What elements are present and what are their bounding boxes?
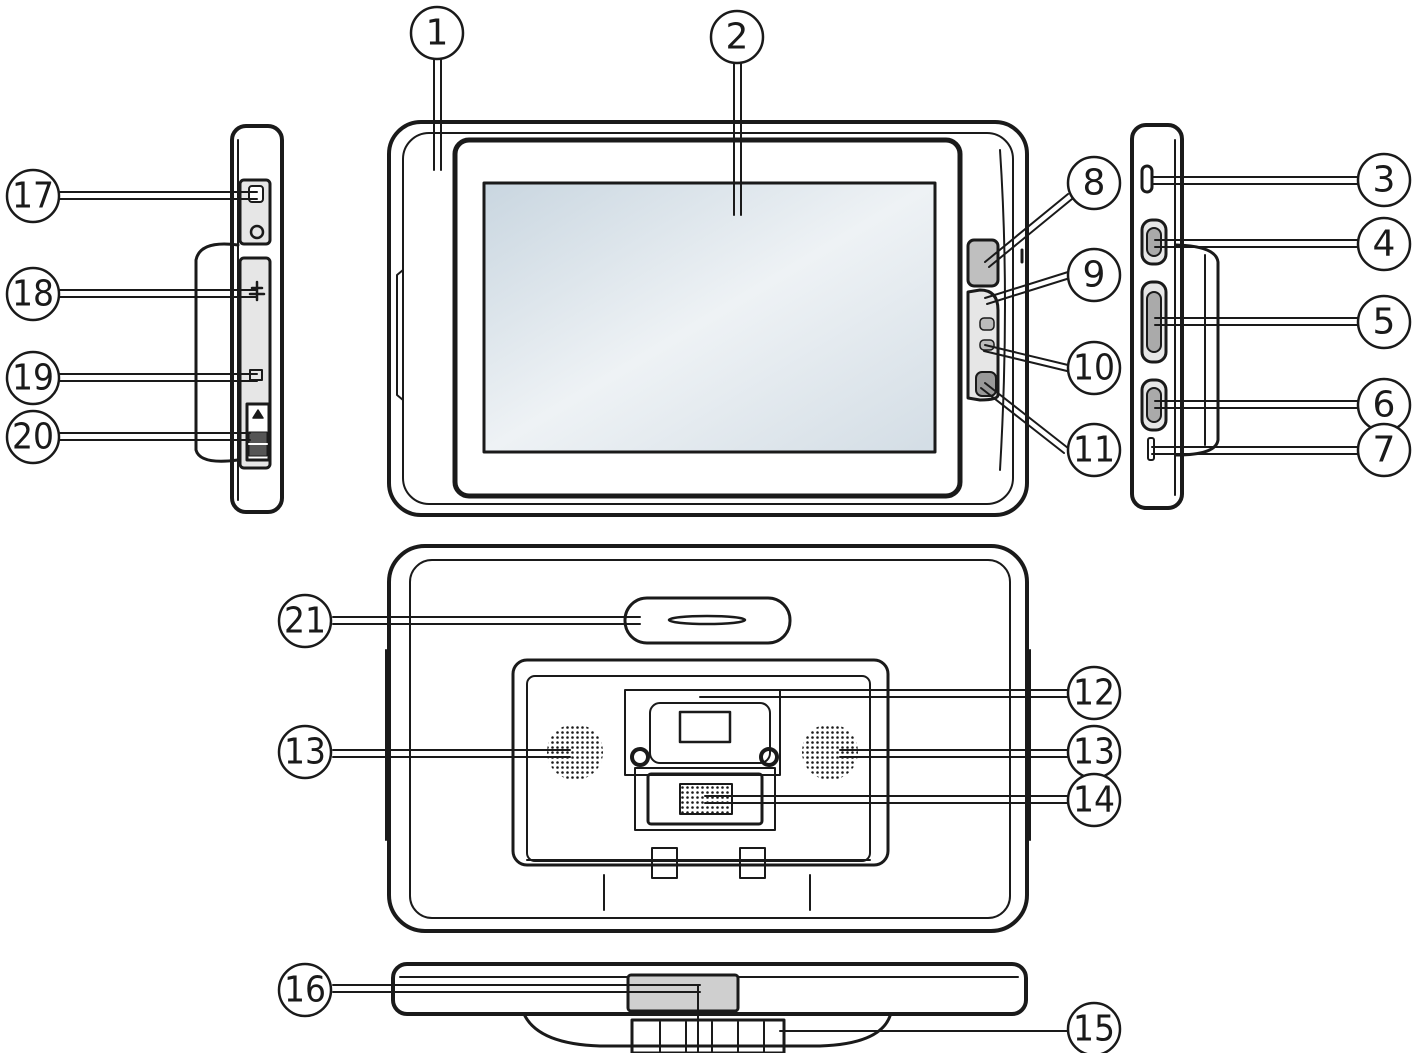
volume-rocker-5[interactable] (1146, 291, 1162, 353)
screen-display (482, 181, 937, 454)
callout-15: 15 (1073, 1009, 1115, 1050)
callout-8: 8 (1083, 163, 1106, 204)
callout-6: 6 (1373, 385, 1396, 426)
device-left-side-view (194, 124, 284, 514)
device-front-view (387, 120, 1029, 517)
side-button-4[interactable] (1146, 227, 1162, 257)
front-button-8[interactable] (966, 238, 1000, 288)
callout-20: 20 (12, 417, 54, 458)
side-button-6[interactable] (1146, 387, 1162, 423)
callout-10: 10 (1073, 348, 1115, 389)
speaker-grille-left (547, 724, 603, 780)
device-back-view (385, 544, 1031, 933)
callout-16: 16 (284, 970, 326, 1011)
callout-labels: 1 2 3 4 5 6 7 8 9 10 11 12 13 13 14 15 1… (12, 13, 1395, 1050)
callout-7: 7 (1373, 430, 1396, 471)
callout-5: 5 (1373, 302, 1396, 343)
callout-19: 19 (12, 358, 54, 399)
callout-1: 1 (426, 13, 449, 54)
callout-18: 18 (12, 274, 54, 315)
callout-4: 4 (1373, 224, 1396, 265)
side-jack-7[interactable] (1147, 437, 1155, 461)
speaker-grille-right (802, 724, 858, 780)
callout-17: 17 (12, 176, 54, 217)
callout-14: 14 (1073, 780, 1115, 821)
dock-connector-14 (679, 783, 733, 815)
callout-12: 12 (1073, 673, 1115, 714)
callout-11: 11 (1073, 430, 1115, 471)
callout-3: 3 (1373, 160, 1396, 201)
device-bottom-view (391, 962, 1071, 1053)
callout-13-left: 13 (284, 732, 326, 773)
callout-13-right: 13 (1073, 732, 1115, 773)
logo-badge-21 (623, 596, 792, 645)
callout-2: 2 (726, 17, 749, 58)
device-right-side-view (1130, 123, 1220, 510)
callout-circles (5, 5, 1412, 1053)
mount-slot-12 (678, 710, 732, 744)
callout-9: 9 (1083, 255, 1106, 296)
front-button-9[interactable] (979, 317, 995, 331)
leader-lines (59, 52, 1361, 1053)
side-slot-3[interactable] (1140, 164, 1154, 194)
callout-21: 21 (284, 601, 326, 642)
